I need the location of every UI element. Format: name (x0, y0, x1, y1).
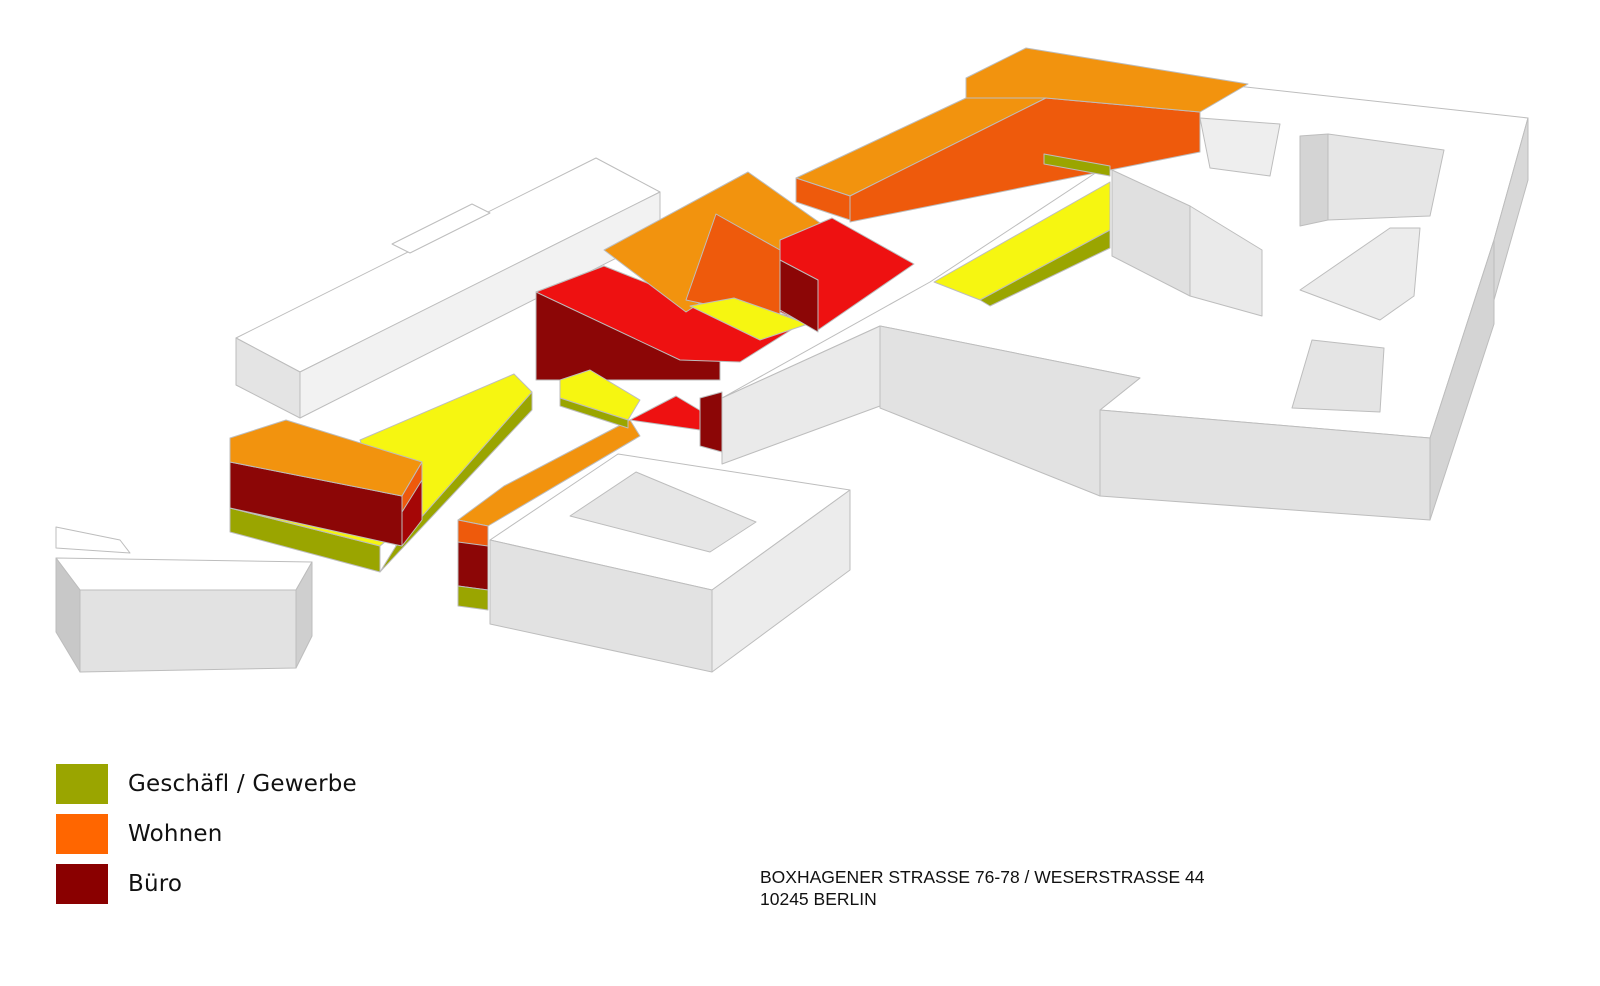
legend-label-gewerbe: Geschäfl / Gewerbe (128, 771, 357, 797)
legend-swatch-gewerbe (56, 764, 108, 804)
existing-building-bottom-left (55, 526, 313, 673)
legend-swatch-wohnen (56, 814, 108, 854)
new-building-street-corner (457, 419, 641, 611)
new-building-left-stack (229, 373, 533, 573)
legend-swatch-buero (56, 864, 108, 904)
existing-building-left-block (235, 157, 661, 419)
existing-building-right-complex (721, 81, 1529, 521)
legend-label-buero: Büro (128, 871, 183, 897)
legend-label-wohnen: Wohnen (128, 821, 223, 847)
new-building-long-bar (795, 47, 1249, 307)
legend-item-gewerbe: Geschäfl / Gewerbe (56, 764, 357, 804)
legend: Geschäfl / Gewerbe Wohnen Büro (56, 764, 357, 914)
address-block: BOXHAGENER STRASSE 76-78 / WESERSTRASSE … (760, 866, 1204, 910)
new-building-center-cluster (535, 171, 915, 453)
address-line-street: BOXHAGENER STRASSE 76-78 / WESERSTRASSE … (760, 867, 1205, 887)
address-line-city: 10245 BERLIN (760, 889, 877, 909)
legend-item-wohnen: Wohnen (56, 814, 357, 854)
legend-item-buero: Büro (56, 864, 357, 904)
existing-building-courtyard-block (489, 453, 851, 673)
